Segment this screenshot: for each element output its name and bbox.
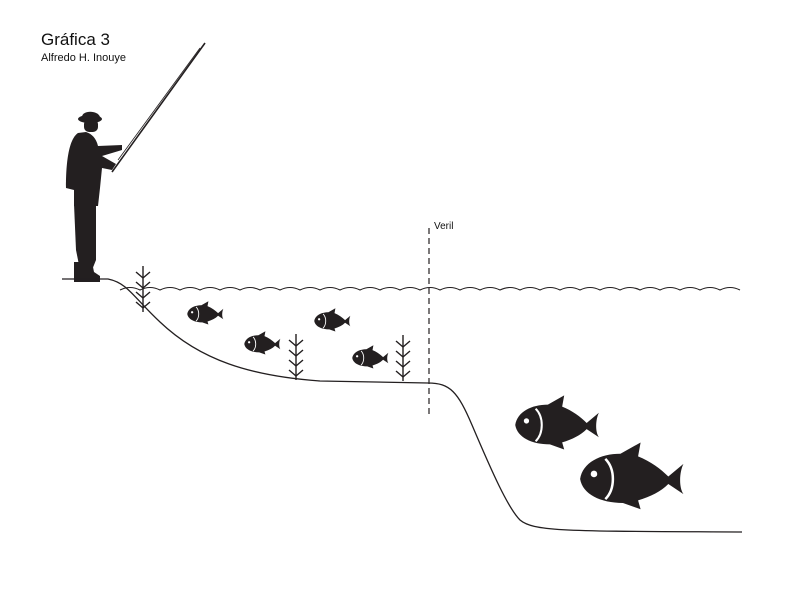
fish-icon bbox=[243, 330, 281, 355]
fish-icon bbox=[313, 307, 351, 332]
fisherman-silhouette bbox=[66, 111, 122, 282]
water-surface bbox=[119, 286, 741, 291]
seaweed-icon bbox=[395, 334, 411, 382]
seaweed-icon bbox=[288, 333, 304, 381]
fish-icon bbox=[351, 344, 389, 369]
bottom-contour bbox=[62, 278, 743, 533]
page-title: Gráfica 3 bbox=[41, 30, 110, 49]
fishing-rod bbox=[111, 42, 206, 173]
fish-icon bbox=[578, 441, 685, 511]
fish-icon bbox=[514, 394, 600, 451]
author-name: Alfredo H. Inouye bbox=[41, 52, 126, 64]
dropoff-label: Veril bbox=[434, 221, 453, 232]
fish-icon bbox=[186, 300, 224, 325]
